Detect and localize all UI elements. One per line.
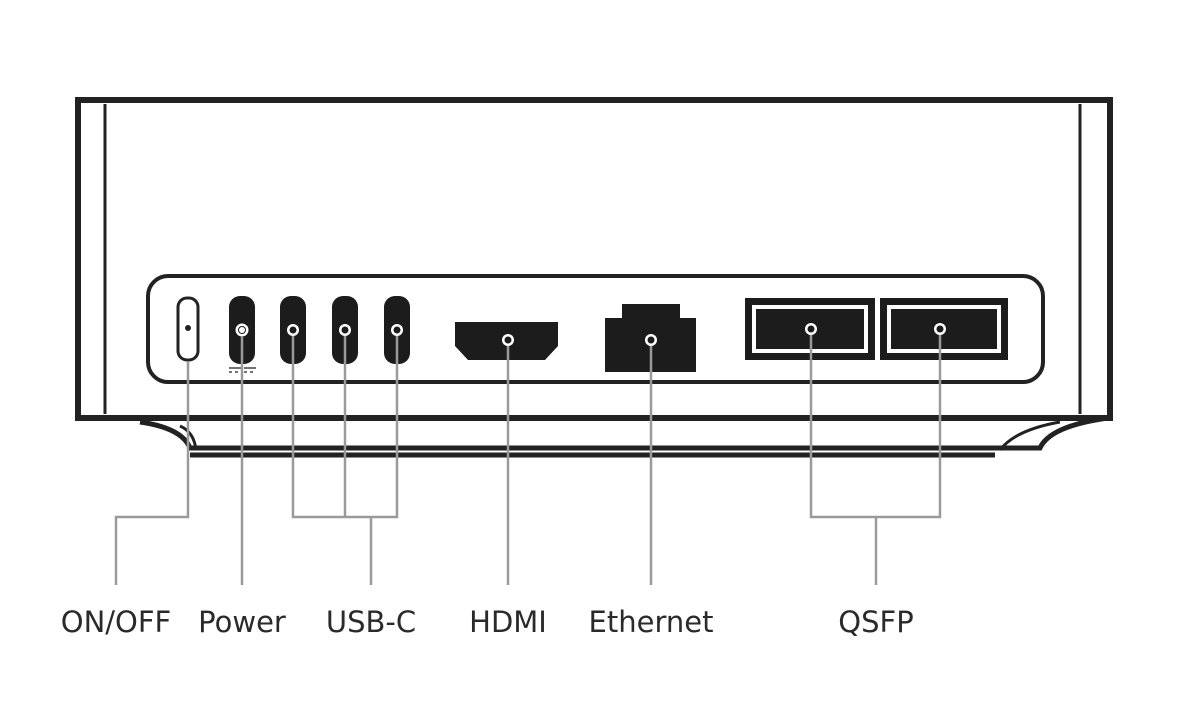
label-power: Power [198, 605, 286, 639]
label-qsfp: QSFP [838, 605, 913, 639]
usb-c-port-3 [384, 296, 410, 364]
label-ethernet: Ethernet [589, 605, 714, 639]
label-usb-c: USB-C [326, 605, 416, 639]
leader-lines [114, 335, 942, 585]
usb-c-port-1 [280, 296, 306, 364]
label-hdmi: HDMI [469, 605, 547, 639]
hdmi-port [455, 322, 558, 360]
ethernet-port [605, 304, 696, 372]
label-on-off: ON/OFF [61, 605, 171, 639]
power-port [229, 296, 255, 364]
leader-on-off [114, 362, 190, 585]
usb-c-port-2 [332, 296, 358, 364]
on-off-button [176, 296, 200, 362]
qsfp-port-2 [880, 298, 1008, 360]
dc-power-icon [229, 367, 256, 373]
